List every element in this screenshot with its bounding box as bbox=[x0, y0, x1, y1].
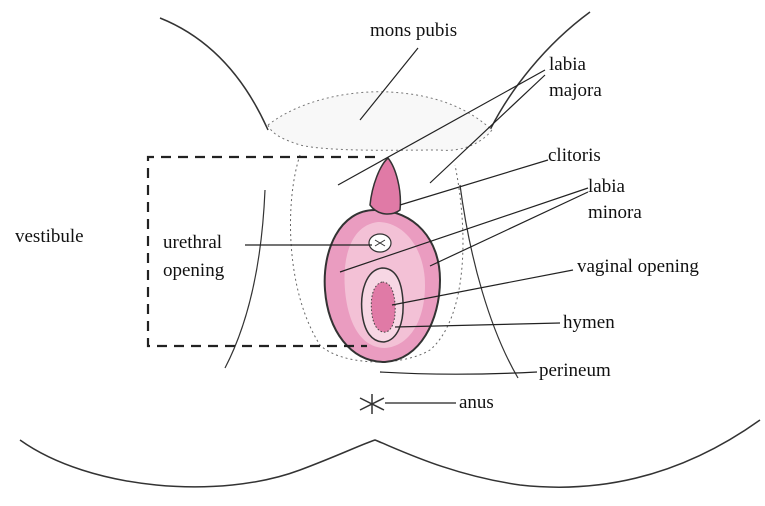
label-hymen: hymen bbox=[563, 312, 615, 334]
label-vestibule: vestibule bbox=[15, 226, 84, 248]
label-labia-minora-line1: labia bbox=[588, 176, 625, 198]
label-anus: anus bbox=[459, 392, 494, 414]
leader-clitoris bbox=[400, 160, 548, 205]
label-clitoris: clitoris bbox=[548, 145, 601, 167]
leader-perineum bbox=[380, 372, 537, 374]
right-inner-thigh bbox=[460, 185, 518, 378]
hymen-shape bbox=[371, 282, 395, 332]
label-labia-majora-line2: majora bbox=[549, 80, 602, 102]
mons-pubis-hair bbox=[268, 92, 492, 151]
clitoris-shape bbox=[370, 158, 400, 214]
anus-shape bbox=[360, 394, 384, 414]
label-perineum: perineum bbox=[539, 360, 611, 382]
label-urethral-line1: urethral bbox=[163, 232, 222, 254]
label-labia-majora-line1: labia bbox=[549, 54, 586, 76]
label-vaginal-opening: vaginal opening bbox=[577, 256, 699, 278]
label-mons-pubis: mons pubis bbox=[370, 20, 457, 42]
left-thigh-outline bbox=[160, 18, 268, 130]
leader-labia-minora-2 bbox=[430, 192, 588, 266]
buttocks-outline bbox=[20, 420, 760, 487]
label-labia-minora-line2: minora bbox=[588, 202, 642, 224]
label-urethral-line2: opening bbox=[163, 260, 224, 282]
left-inner-thigh bbox=[225, 190, 265, 368]
